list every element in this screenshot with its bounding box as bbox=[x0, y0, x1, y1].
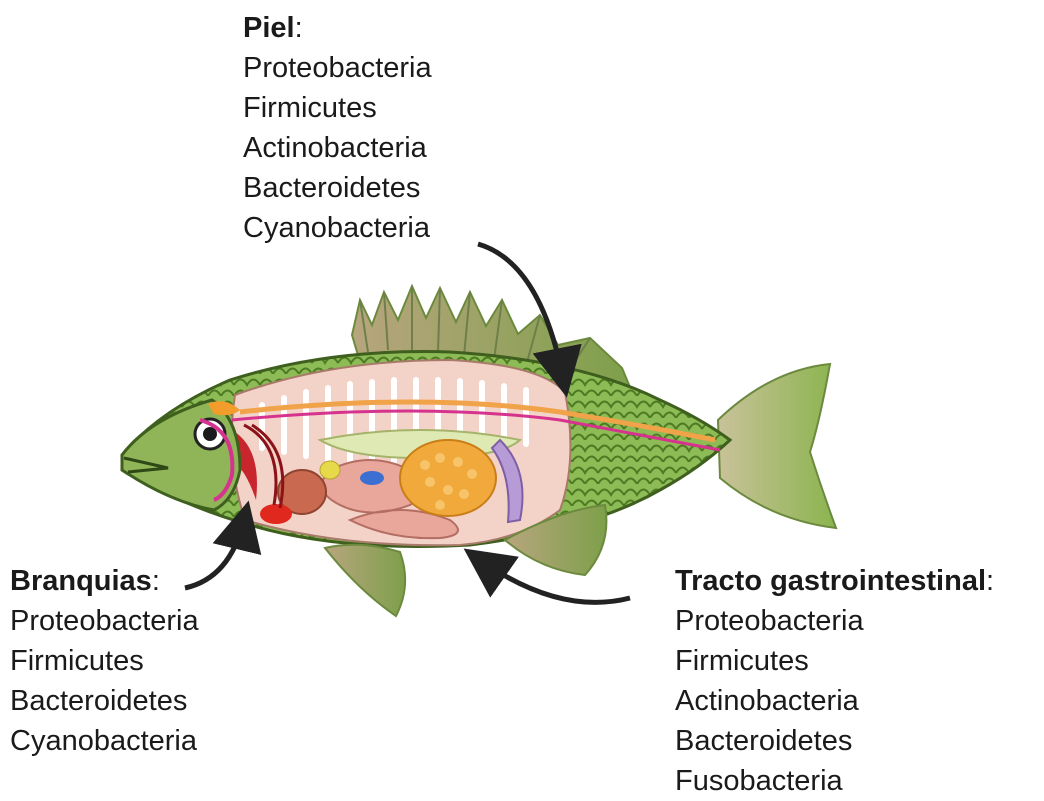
list-item: Bacteroidetes bbox=[10, 681, 199, 721]
branquias-label-group: Branquias: Proteobacteria Firmicutes Bac… bbox=[10, 561, 199, 761]
piel-title: Piel bbox=[243, 12, 295, 44]
list-item: Bacteroidetes bbox=[243, 168, 432, 208]
branquias-list: Proteobacteria Firmicutes Bacteroidetes … bbox=[10, 601, 199, 761]
tracto-title: Tracto gastrointestinal bbox=[675, 565, 986, 597]
list-item: Firmicutes bbox=[243, 88, 432, 128]
tracto-list: Proteobacteria Firmicutes Actinobacteria… bbox=[675, 601, 994, 801]
pelvic-fin bbox=[325, 545, 405, 616]
branquias-colon: : bbox=[152, 565, 160, 597]
liver bbox=[400, 440, 496, 516]
list-item: Bacteroidetes bbox=[675, 721, 994, 761]
branquias-title: Branquias bbox=[10, 565, 152, 597]
list-item: Cyanobacteria bbox=[10, 721, 199, 761]
list-item: Fusobacteria bbox=[675, 761, 994, 801]
list-item: Proteobacteria bbox=[243, 48, 432, 88]
piel-colon: : bbox=[295, 12, 303, 44]
tail-fin bbox=[718, 364, 836, 528]
tracto-colon: : bbox=[986, 565, 994, 597]
list-item: Proteobacteria bbox=[10, 601, 199, 641]
list-item: Firmicutes bbox=[10, 641, 199, 681]
list-item: Actinobacteria bbox=[243, 128, 432, 168]
list-item: Cyanobacteria bbox=[243, 208, 432, 248]
list-item: Proteobacteria bbox=[675, 601, 994, 641]
tracto-label-group: Tracto gastrointestinal: Proteobacteria … bbox=[675, 561, 994, 801]
gallbladder bbox=[320, 461, 340, 479]
list-item: Actinobacteria bbox=[675, 681, 994, 721]
piel-label-group: Piel: Proteobacteria Firmicutes Actinoba… bbox=[243, 8, 432, 248]
piel-list: Proteobacteria Firmicutes Actinobacteria… bbox=[243, 48, 432, 248]
list-item: Firmicutes bbox=[675, 641, 994, 681]
heart bbox=[260, 504, 292, 524]
spleen bbox=[360, 471, 384, 485]
